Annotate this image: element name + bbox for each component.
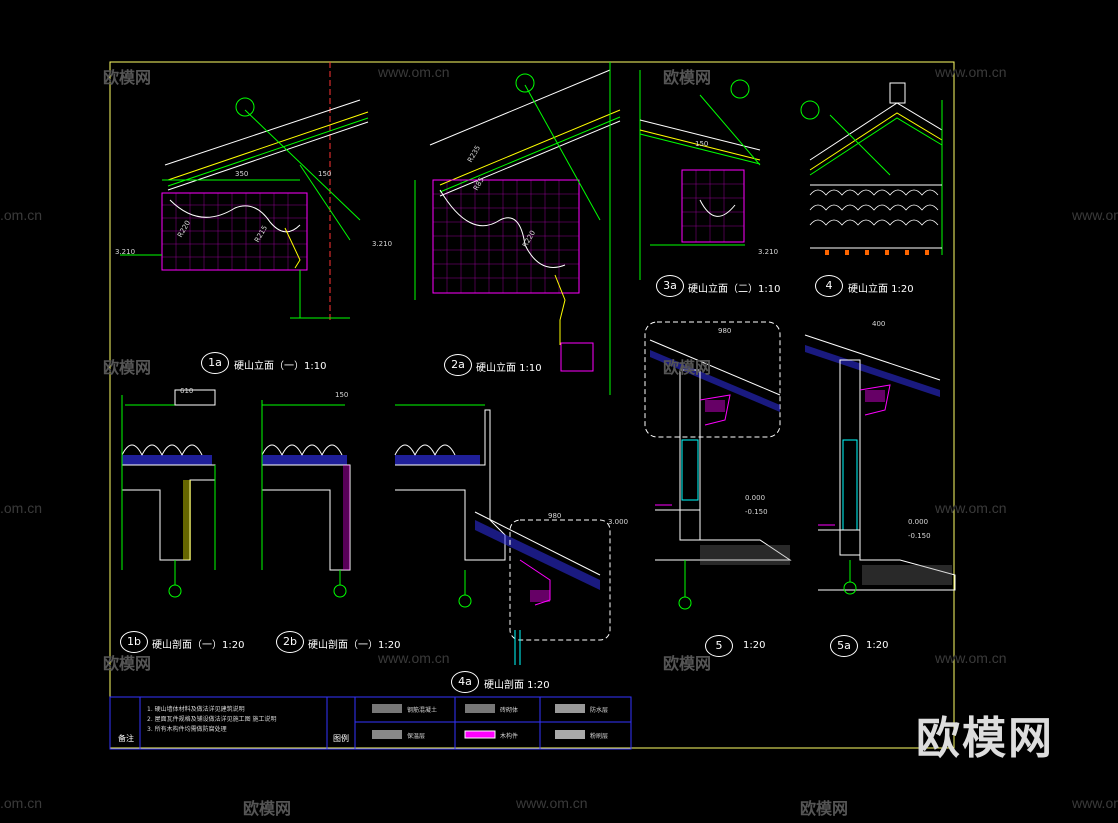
watermark-brand: 欧模网 [103, 70, 152, 87]
watermark-brand: 欧模网 [103, 360, 152, 377]
dim-label: 400 [872, 320, 886, 328]
view-2a-elevation [414, 62, 621, 395]
view-5-section [644, 321, 792, 610]
watermark-brand: 欧模网 [103, 656, 152, 673]
dim-label: 150 [318, 170, 332, 178]
view-2b-section [261, 400, 351, 598]
dim-label: 3.210 [115, 248, 136, 256]
watermark-url: www.om.cn [935, 500, 1007, 516]
watermark-url: www.om.cn [1072, 795, 1118, 811]
dim-label: -0.150 [745, 508, 768, 516]
legend-item: 砖砌体 [500, 707, 519, 714]
dim-label: 3.210 [372, 240, 393, 248]
dim-label: 150 [335, 391, 349, 399]
dim-label: 0.000 [908, 518, 929, 526]
legend-table [109, 696, 632, 750]
view-tag-1b: 1b [120, 631, 148, 653]
notes-label: 备注 [118, 734, 134, 743]
watermark-url: .om.cn [0, 500, 43, 516]
legend-swatch-4 [372, 730, 402, 739]
watermark-brand: 欧模网 [663, 360, 712, 377]
legend-swatch-5 [464, 730, 496, 739]
watermark-brand: 欧模网 [800, 801, 849, 818]
legend-swatch-6 [555, 730, 585, 739]
view-title-5a: 1:20 [866, 640, 889, 651]
view-tag-5a: 5a [830, 635, 858, 657]
dim-label: 610 [180, 387, 194, 395]
view-1b-section [121, 389, 216, 598]
view-3a-elevation [639, 70, 761, 280]
legend-item: 保温层 [407, 733, 426, 740]
legend-swatch-2 [465, 704, 495, 713]
note-line: 1. 硬山墙体材料及做法详见建筑说明 [147, 706, 245, 713]
sheet-frame [109, 61, 955, 749]
view-title-2a: 硬山立面 1:10 [476, 363, 542, 374]
view-tag-2b: 2b [276, 631, 304, 653]
legend-item: 粉刷层 [590, 733, 609, 740]
view-title-1a: 硬山立面（一）1:10 [234, 361, 327, 372]
watermark-url: www.om.cn [378, 650, 450, 666]
view-5a-section [804, 334, 956, 595]
view-tag-4a: 4a [451, 671, 479, 693]
watermark-url: .om.cn [0, 207, 43, 223]
dim-label: 150 [695, 140, 709, 148]
watermark-url: .om.cn [0, 795, 43, 811]
view-4a-section [394, 404, 611, 665]
dim-label: 0.000 [745, 494, 766, 502]
view-title-5: 1:20 [743, 640, 766, 651]
legend-item: 钢筋混凝土 [407, 707, 438, 714]
view-tag-5: 5 [705, 635, 733, 657]
view-tag-2a: 2a [444, 354, 472, 376]
dim-label: -0.150 [908, 532, 931, 540]
view-title-1b: 硬山剖面（一）1:20 [152, 640, 245, 651]
note-line: 2. 屋面瓦件规格及铺设做法详见施工图 施工说明 [147, 716, 277, 723]
watermark-brand: 欧模网 [663, 656, 712, 673]
view-tag-1a: 1a [201, 352, 229, 374]
note-line: 3. 所有木构件均需做防腐处理 [147, 726, 227, 733]
watermark-brand: 欧模网 [663, 70, 712, 87]
watermark-url: www.om.cn [935, 64, 1007, 80]
view-4-elevation [800, 82, 943, 255]
watermark-url: www.om.cn [1072, 207, 1118, 223]
brand-watermark-logo: 欧模网 [916, 713, 1054, 764]
view-tag-3a: 3a [656, 275, 684, 297]
watermark-url: www.om.cn [516, 795, 588, 811]
dim-label: 3.210 [758, 248, 779, 256]
dim-label: 350 [235, 170, 249, 178]
legend-swatch-1 [372, 704, 402, 713]
view-title-4: 硬山立面 1:20 [848, 284, 914, 295]
legend-label: 图例 [333, 734, 349, 743]
legend-item: 防水层 [590, 707, 609, 714]
watermark-url: www.om.cn [935, 650, 1007, 666]
view-title-3a: 硬山立面（二）1:10 [688, 284, 781, 295]
watermark-url: www.om.cn [378, 64, 450, 80]
view-tag-4: 4 [815, 275, 843, 297]
dim-label: 980 [548, 512, 562, 520]
dim-label: 3.000 [608, 518, 629, 526]
view-title-4a: 硬山剖面 1:20 [484, 680, 550, 691]
view-1a-elevation [120, 62, 369, 320]
view-title-2b: 硬山剖面（一）1:20 [308, 640, 401, 651]
watermark-brand: 欧模网 [243, 801, 292, 818]
dim-label: 980 [718, 327, 732, 335]
legend-item: 木构件 [500, 733, 519, 740]
legend-swatch-3 [555, 704, 585, 713]
